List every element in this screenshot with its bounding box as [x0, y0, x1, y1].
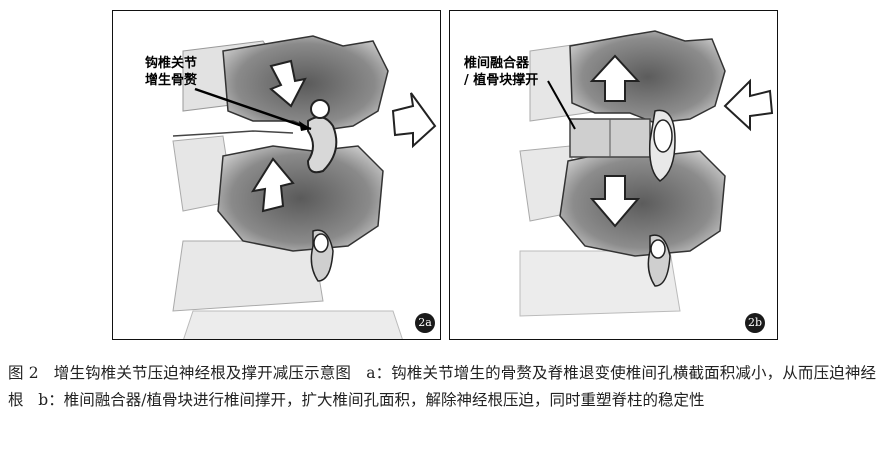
arrow-left-icon [723, 78, 774, 132]
fusion-cage-label: 椎间融合器 / 植骨块撑开 [464, 55, 538, 89]
label-line-1: 钩椎关节 [145, 56, 198, 71]
label-line-1: 椎间融合器 [464, 56, 530, 71]
arrow-down-icon [269, 59, 307, 108]
figure-number: 图 2 [8, 364, 39, 382]
arrow-down-icon [589, 175, 641, 228]
figure-title: 增生钩椎关节压迫神经根及撑开减压示意图 [53, 364, 351, 382]
spine-compression-illustration [172, 35, 437, 339]
panel-badge-a: 2a [415, 313, 435, 333]
osteophyte [306, 116, 338, 174]
figure-caption: 图 2 增生钩椎关节压迫神经根及撑开减压示意图 a：钩椎关节增生的骨赘及脊椎退变… [8, 360, 876, 414]
spine-decompression-illustration [519, 30, 774, 317]
arrow-up-icon [589, 54, 641, 102]
panel-badge-b: 2b [745, 313, 765, 333]
caption-part-b: b：椎间融合器/植骨块进行椎间撑开，扩大椎间孔面积，解除神经根压迫，同时重塑脊柱… [38, 391, 705, 409]
label-line-2: 增生骨赘 [145, 73, 198, 88]
lower-vertebra [559, 150, 726, 257]
arrow-right-icon [391, 92, 437, 149]
figure-panel-b: 椎间融合器 / 植骨块撑开 2b [449, 10, 778, 340]
upper-vertebra [569, 30, 726, 124]
figure-panel-a: 钩椎关节 增生骨赘 2a [112, 10, 441, 340]
arrow-up-icon [250, 157, 295, 213]
caption-part-a: a：钩椎关节增生的骨赘及脊椎退变使椎间孔横截面积减小，从而压迫神经根 [8, 364, 877, 409]
osteophyte-label: 钩椎关节 增生骨赘 [145, 55, 197, 89]
lower-vertebra [217, 145, 384, 252]
upper-vertebra [222, 35, 389, 132]
label-line-2: / 植骨块撑开 [464, 73, 539, 88]
